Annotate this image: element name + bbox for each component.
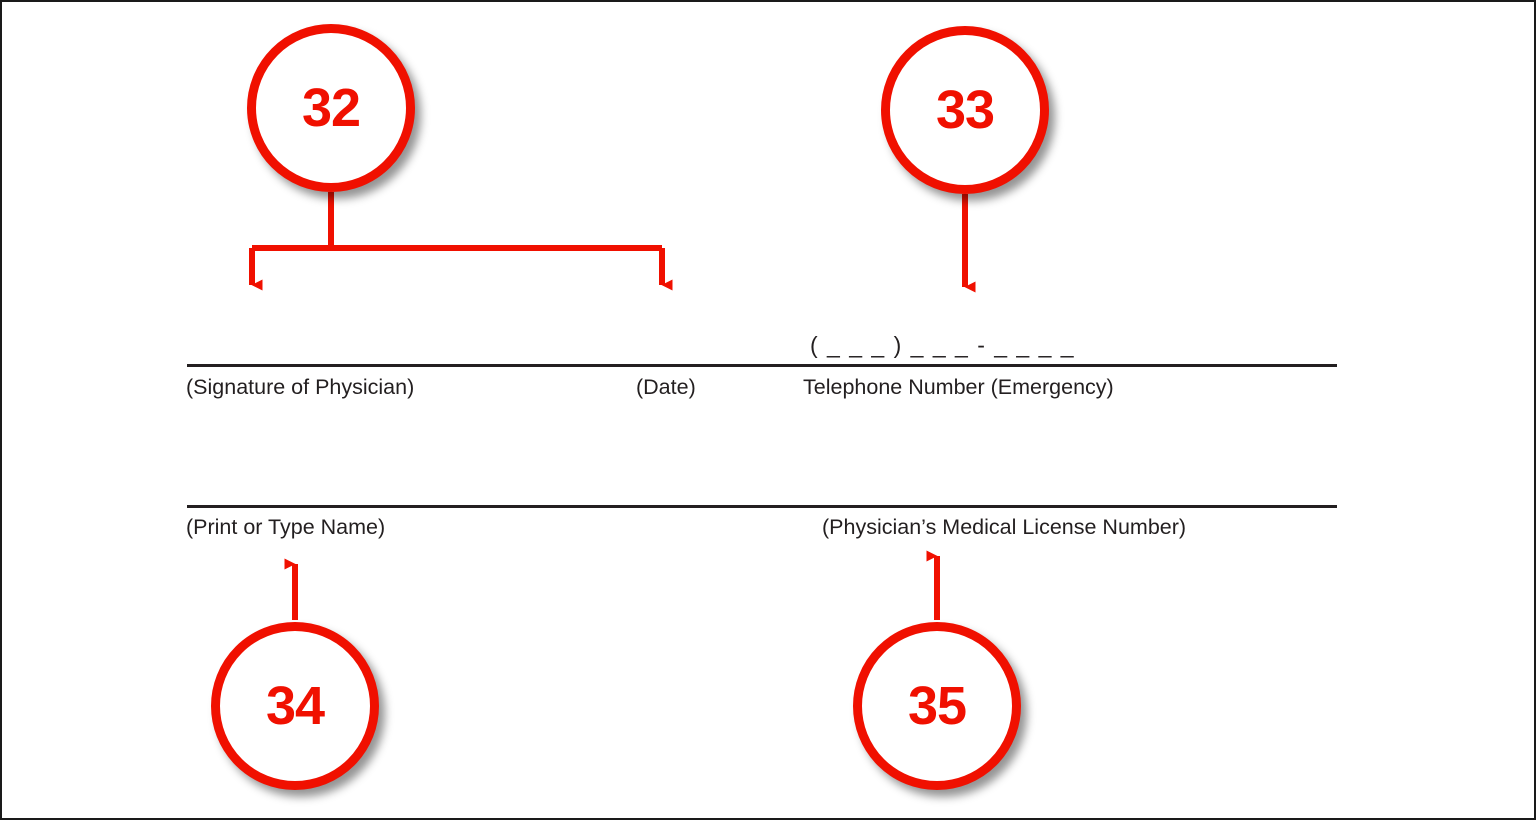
- callout-badge-34: 34: [211, 622, 379, 790]
- connector-callout-32: [249, 192, 673, 291]
- field-label-telephone: Telephone Number (Emergency): [803, 375, 1114, 399]
- callout-number-35: 35: [907, 676, 967, 736]
- telephone-placeholder-value: ( _ _ _ ) _ _ _ - _ _ _ _: [810, 332, 1076, 358]
- callout-badge-32: 32: [247, 24, 415, 192]
- callout-number-33: 33: [935, 80, 995, 140]
- callout-number-32: 32: [301, 78, 361, 138]
- form-rule-signature-row: [187, 364, 1337, 367]
- callout-number-34: 34: [265, 676, 325, 736]
- callout-badge-35: 35: [853, 622, 1021, 790]
- field-label-print-name: (Print or Type Name): [186, 515, 386, 539]
- form-rule-name-row: [187, 505, 1337, 508]
- field-label-signature: (Signature of Physician): [186, 375, 415, 399]
- field-label-date: (Date): [636, 375, 696, 399]
- callout-badge-33: 33: [881, 26, 1049, 194]
- field-label-license-number: (Physician’s Medical License Number): [822, 515, 1187, 539]
